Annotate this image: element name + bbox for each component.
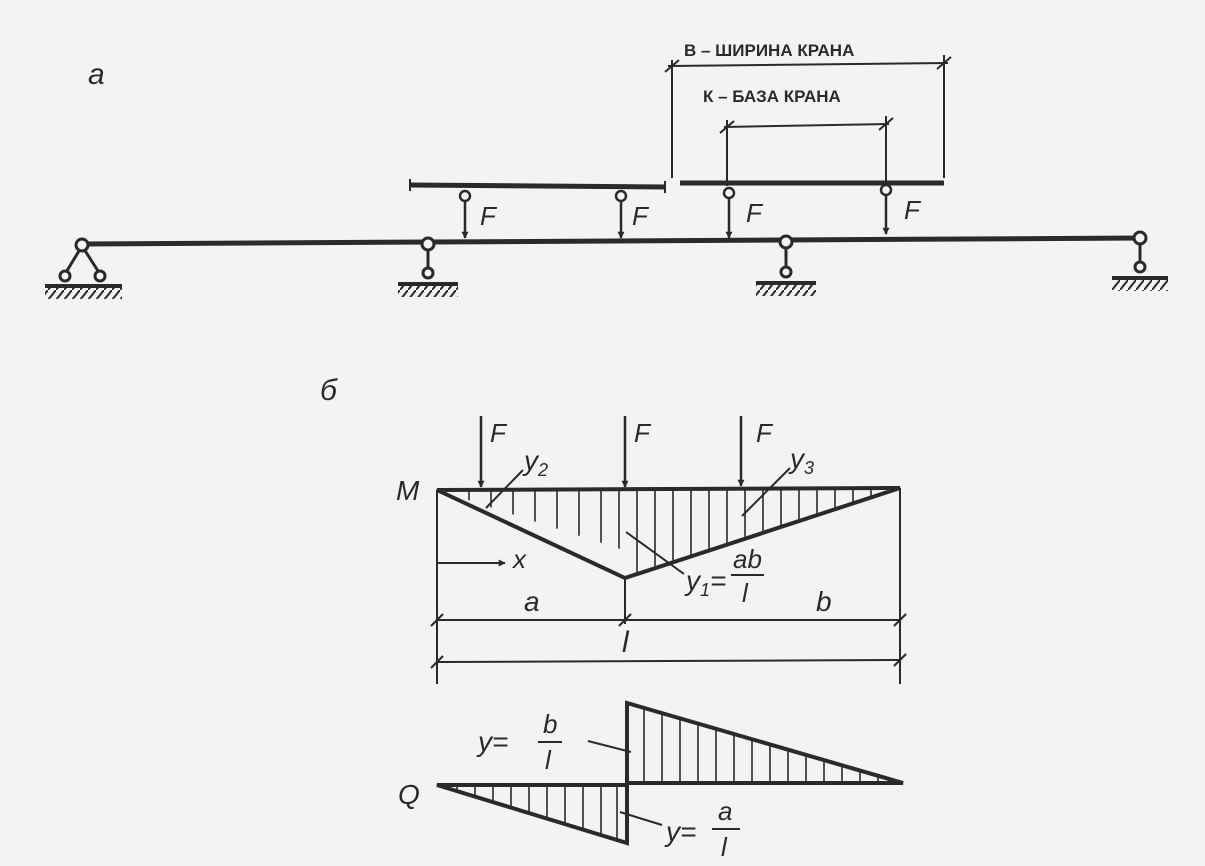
shear-negative-leader	[619, 811, 663, 826]
moment-load-f-3: F	[756, 418, 774, 448]
shear-positive-hatching	[643, 708, 879, 783]
crane-width-label: В – ШИРИНА КРАНА	[684, 41, 854, 60]
y3-leader	[741, 467, 791, 517]
dimension-a-label: a	[524, 586, 540, 617]
roller-support-right	[1112, 230, 1168, 291]
y1-denominator: l	[742, 578, 749, 608]
shear-negative-den: l	[721, 832, 728, 862]
pin-support-left	[45, 237, 122, 299]
crane-2	[680, 180, 944, 239]
shear-negative-lhs: y=	[664, 816, 696, 847]
y1-label: y1=	[684, 565, 726, 600]
y1-leader	[625, 531, 685, 575]
moment-label: M	[396, 475, 420, 506]
crane-width-dimension	[664, 55, 952, 178]
dimension-l	[430, 653, 907, 669]
load-f-3: F	[746, 198, 764, 228]
main-beam	[81, 235, 1141, 247]
y2-leader	[485, 469, 524, 509]
shear-negative-num: a	[718, 796, 732, 826]
crane-base-dimension	[719, 116, 894, 186]
dimension-a-b	[430, 613, 907, 627]
roller-support-3	[756, 234, 816, 296]
y1-numerator: ab	[733, 544, 762, 574]
shear-negative-hatching	[456, 785, 618, 840]
part-a: а	[45, 41, 1168, 299]
part-b-label: б	[320, 374, 338, 407]
load-f-4: F	[904, 195, 922, 225]
shear-positive-lhs: y=	[476, 726, 508, 757]
moment-load-f-2: F	[634, 418, 652, 448]
y2-label: y2	[522, 445, 548, 480]
moment-load-f-1: F	[490, 418, 508, 448]
load-f-2: F	[632, 201, 650, 231]
roller-support-2	[398, 236, 458, 297]
dimension-l-label: l	[622, 626, 630, 659]
moment-influence-line	[436, 486, 901, 684]
moment-diagram-fill	[436, 486, 901, 581]
part-a-label: а	[88, 58, 105, 91]
load-f-1: F	[480, 201, 498, 231]
shear-negative-part	[436, 783, 629, 846]
crane-base-label: К – БАЗА КРАНА	[703, 87, 841, 106]
x-axis-label: x	[511, 544, 527, 574]
shear-positive-num: b	[543, 709, 557, 739]
shear-positive-den: l	[545, 745, 552, 775]
dimension-b-label: b	[816, 586, 832, 617]
shear-label: Q	[398, 779, 420, 810]
moment-loads	[477, 416, 745, 488]
part-b: б M F F F y2 y3 y1= ab l	[320, 374, 907, 862]
crane-1	[409, 179, 666, 239]
y3-label: y3	[788, 443, 814, 478]
shear-positive-part	[625, 700, 904, 785]
shear-positive-leader	[587, 740, 632, 753]
